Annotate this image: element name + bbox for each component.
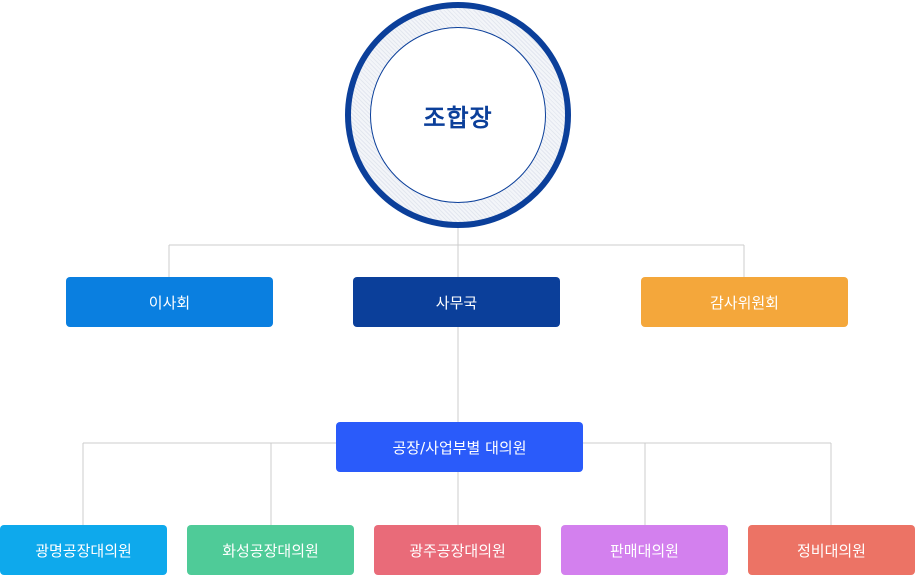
chairman-circle: 조합장 [370,27,546,203]
delegate-box-maintenance: 정비대의원 [748,525,915,575]
delegate-box-gwangmyeong: 광명공장대의원 [0,525,167,575]
delegate-box-sales: 판매대의원 [561,525,728,575]
chairman-label: 조합장 [423,103,493,132]
audit-committee-box: 감사위원회 [641,277,848,327]
secretariat-box: 사무국 [353,277,560,327]
delegate-box-hwaseong: 화성공장대의원 [187,525,354,575]
board-box: 이사회 [66,277,273,327]
delegates-group-box: 공장/사업부별 대의원 [336,422,583,472]
delegate-box-gwangju: 광주공장대의원 [374,525,541,575]
